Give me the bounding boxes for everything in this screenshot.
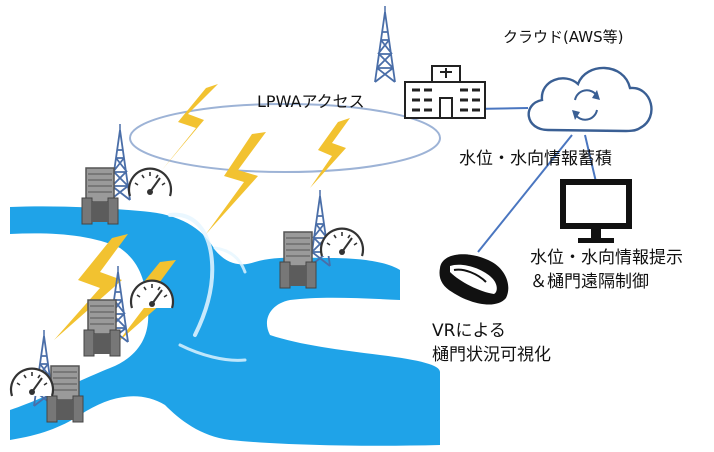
data-storage-label: 水位・水向情報蓄積: [459, 149, 612, 169]
cloud-label: クラウド(AWS等): [503, 28, 624, 46]
presentation-label-line1: 水位・水向情報提示: [530, 248, 683, 268]
lpwa-access-label: LPWAアクセス: [257, 92, 365, 111]
vr-visualization-label: VRによる 樋門状況可視化: [432, 319, 551, 367]
presentation-control-label: 水位・水向情報提示 ＆樋門遠隔制御: [530, 246, 683, 294]
vr-label-line1: VRによる: [432, 321, 506, 341]
vr-label-line2: 樋門状況可視化: [432, 345, 551, 365]
presentation-label-line2: ＆樋門遠隔制御: [530, 272, 649, 292]
cloud-sync-icon: [527, 66, 653, 133]
river-illustration: [10, 206, 440, 446]
sluice-gate-icon: [279, 231, 317, 289]
radio-tower-icon: [374, 5, 396, 83]
sluice-gate-icon: [81, 167, 119, 225]
sluice-gate-icon: [83, 299, 121, 357]
water-level-gauge-icon: [127, 167, 173, 198]
office-building-icon: [404, 65, 486, 119]
vr-headset-icon: [439, 254, 509, 305]
lpwa-coverage-ellipse: [129, 103, 441, 173]
monitor-icon: [560, 179, 632, 243]
water-level-gauge-icon: [319, 227, 365, 258]
lightning-bolt-icon: [54, 84, 350, 342]
